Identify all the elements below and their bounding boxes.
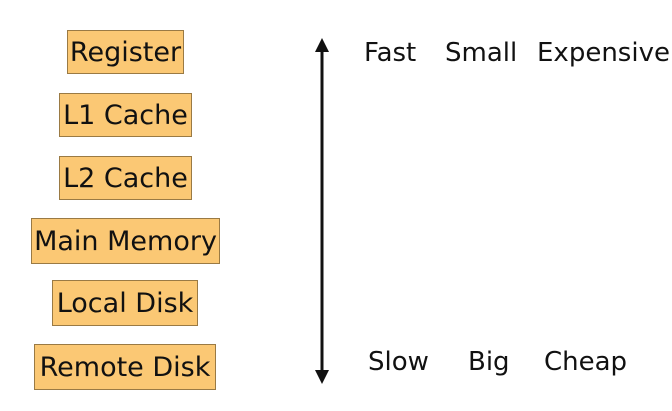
attribute-big: Big [468,347,510,377]
level-l2-cache: L2 Cache [59,156,192,200]
level-l1-cache: L1 Cache [59,93,192,137]
double-headed-vertical-arrow-icon [315,38,329,384]
attribute-slow: Slow [368,347,429,377]
attribute-cheap: Cheap [544,347,628,377]
arrow-head-up [315,38,329,52]
attribute-small: Small [445,38,518,68]
level-remote-disk: Remote Disk [34,344,216,390]
level-local-disk: Local Disk [52,280,198,326]
attribute-expensive: Expensive [537,38,670,68]
level-register: Register [67,30,184,74]
attribute-fast: Fast [364,38,417,68]
level-main-memory: Main Memory [31,218,220,264]
arrow-head-down [315,370,329,384]
